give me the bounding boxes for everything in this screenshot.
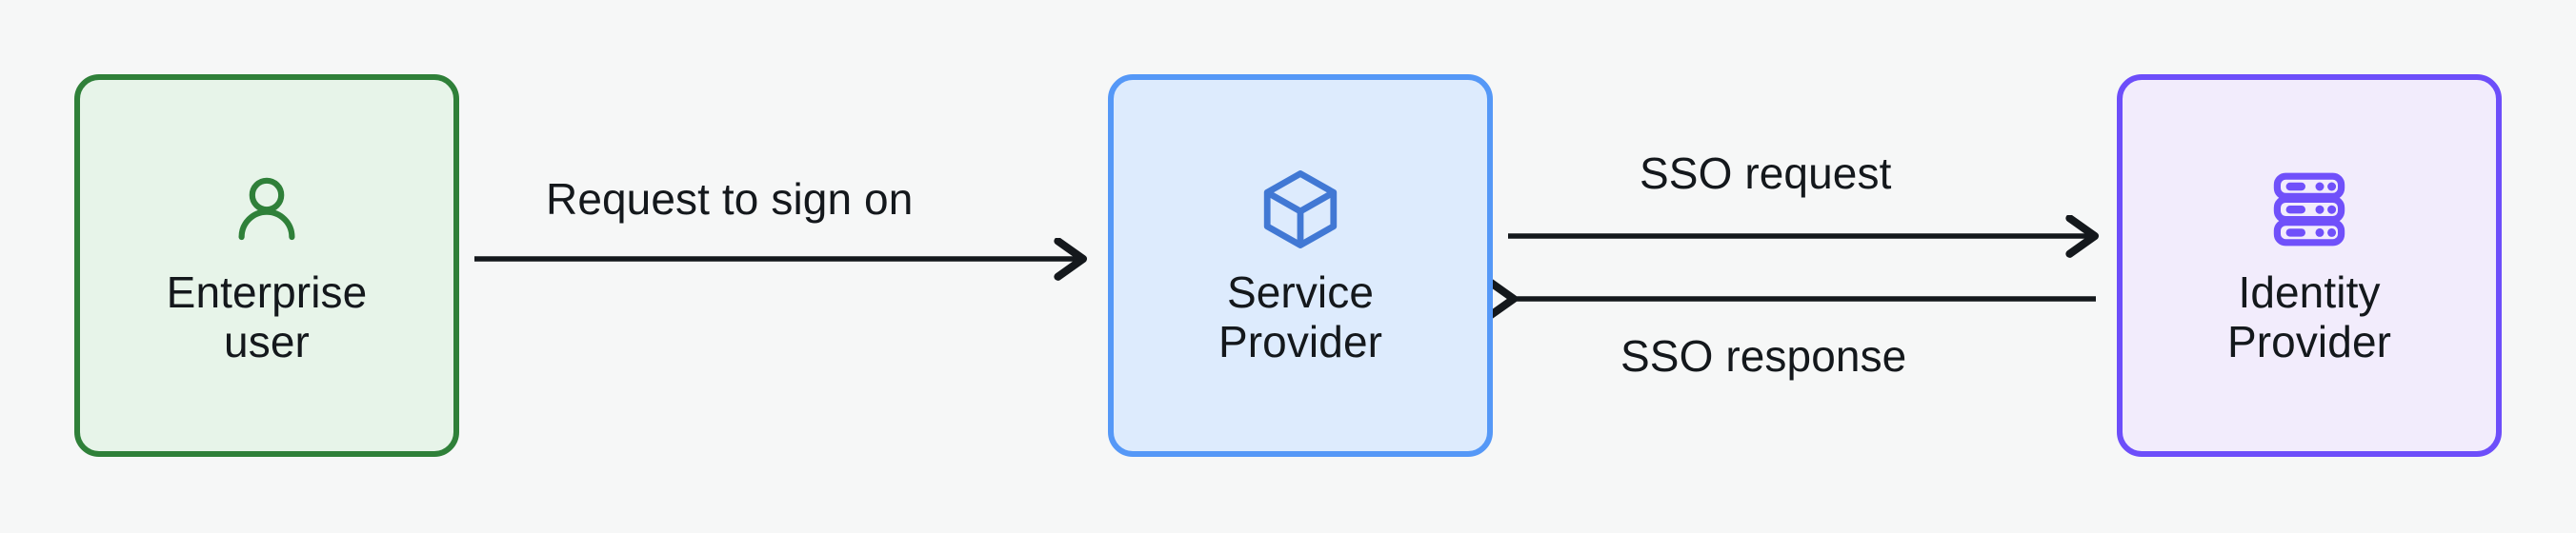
node-enterprise-user[interactable]: Enterprise user [74, 74, 459, 457]
user-icon [221, 164, 312, 255]
edge-label-request-to-sign-on: Request to sign on [546, 174, 914, 224]
node-identity-provider[interactable]: Identity Provider [2117, 74, 2502, 457]
edge-label-sso-response: SSO response [1620, 331, 1907, 381]
edge-label-sso-request: SSO request [1640, 148, 1892, 198]
node-label-enterprise-user: Enterprise user [166, 267, 368, 366]
node-label-identity-provider: Identity Provider [2226, 267, 2392, 366]
server-rack-icon [2264, 164, 2355, 255]
cube-box-icon [1255, 164, 1346, 255]
node-service-provider[interactable]: Service Provider [1108, 74, 1493, 457]
node-label-service-provider: Service Provider [1218, 267, 1383, 366]
